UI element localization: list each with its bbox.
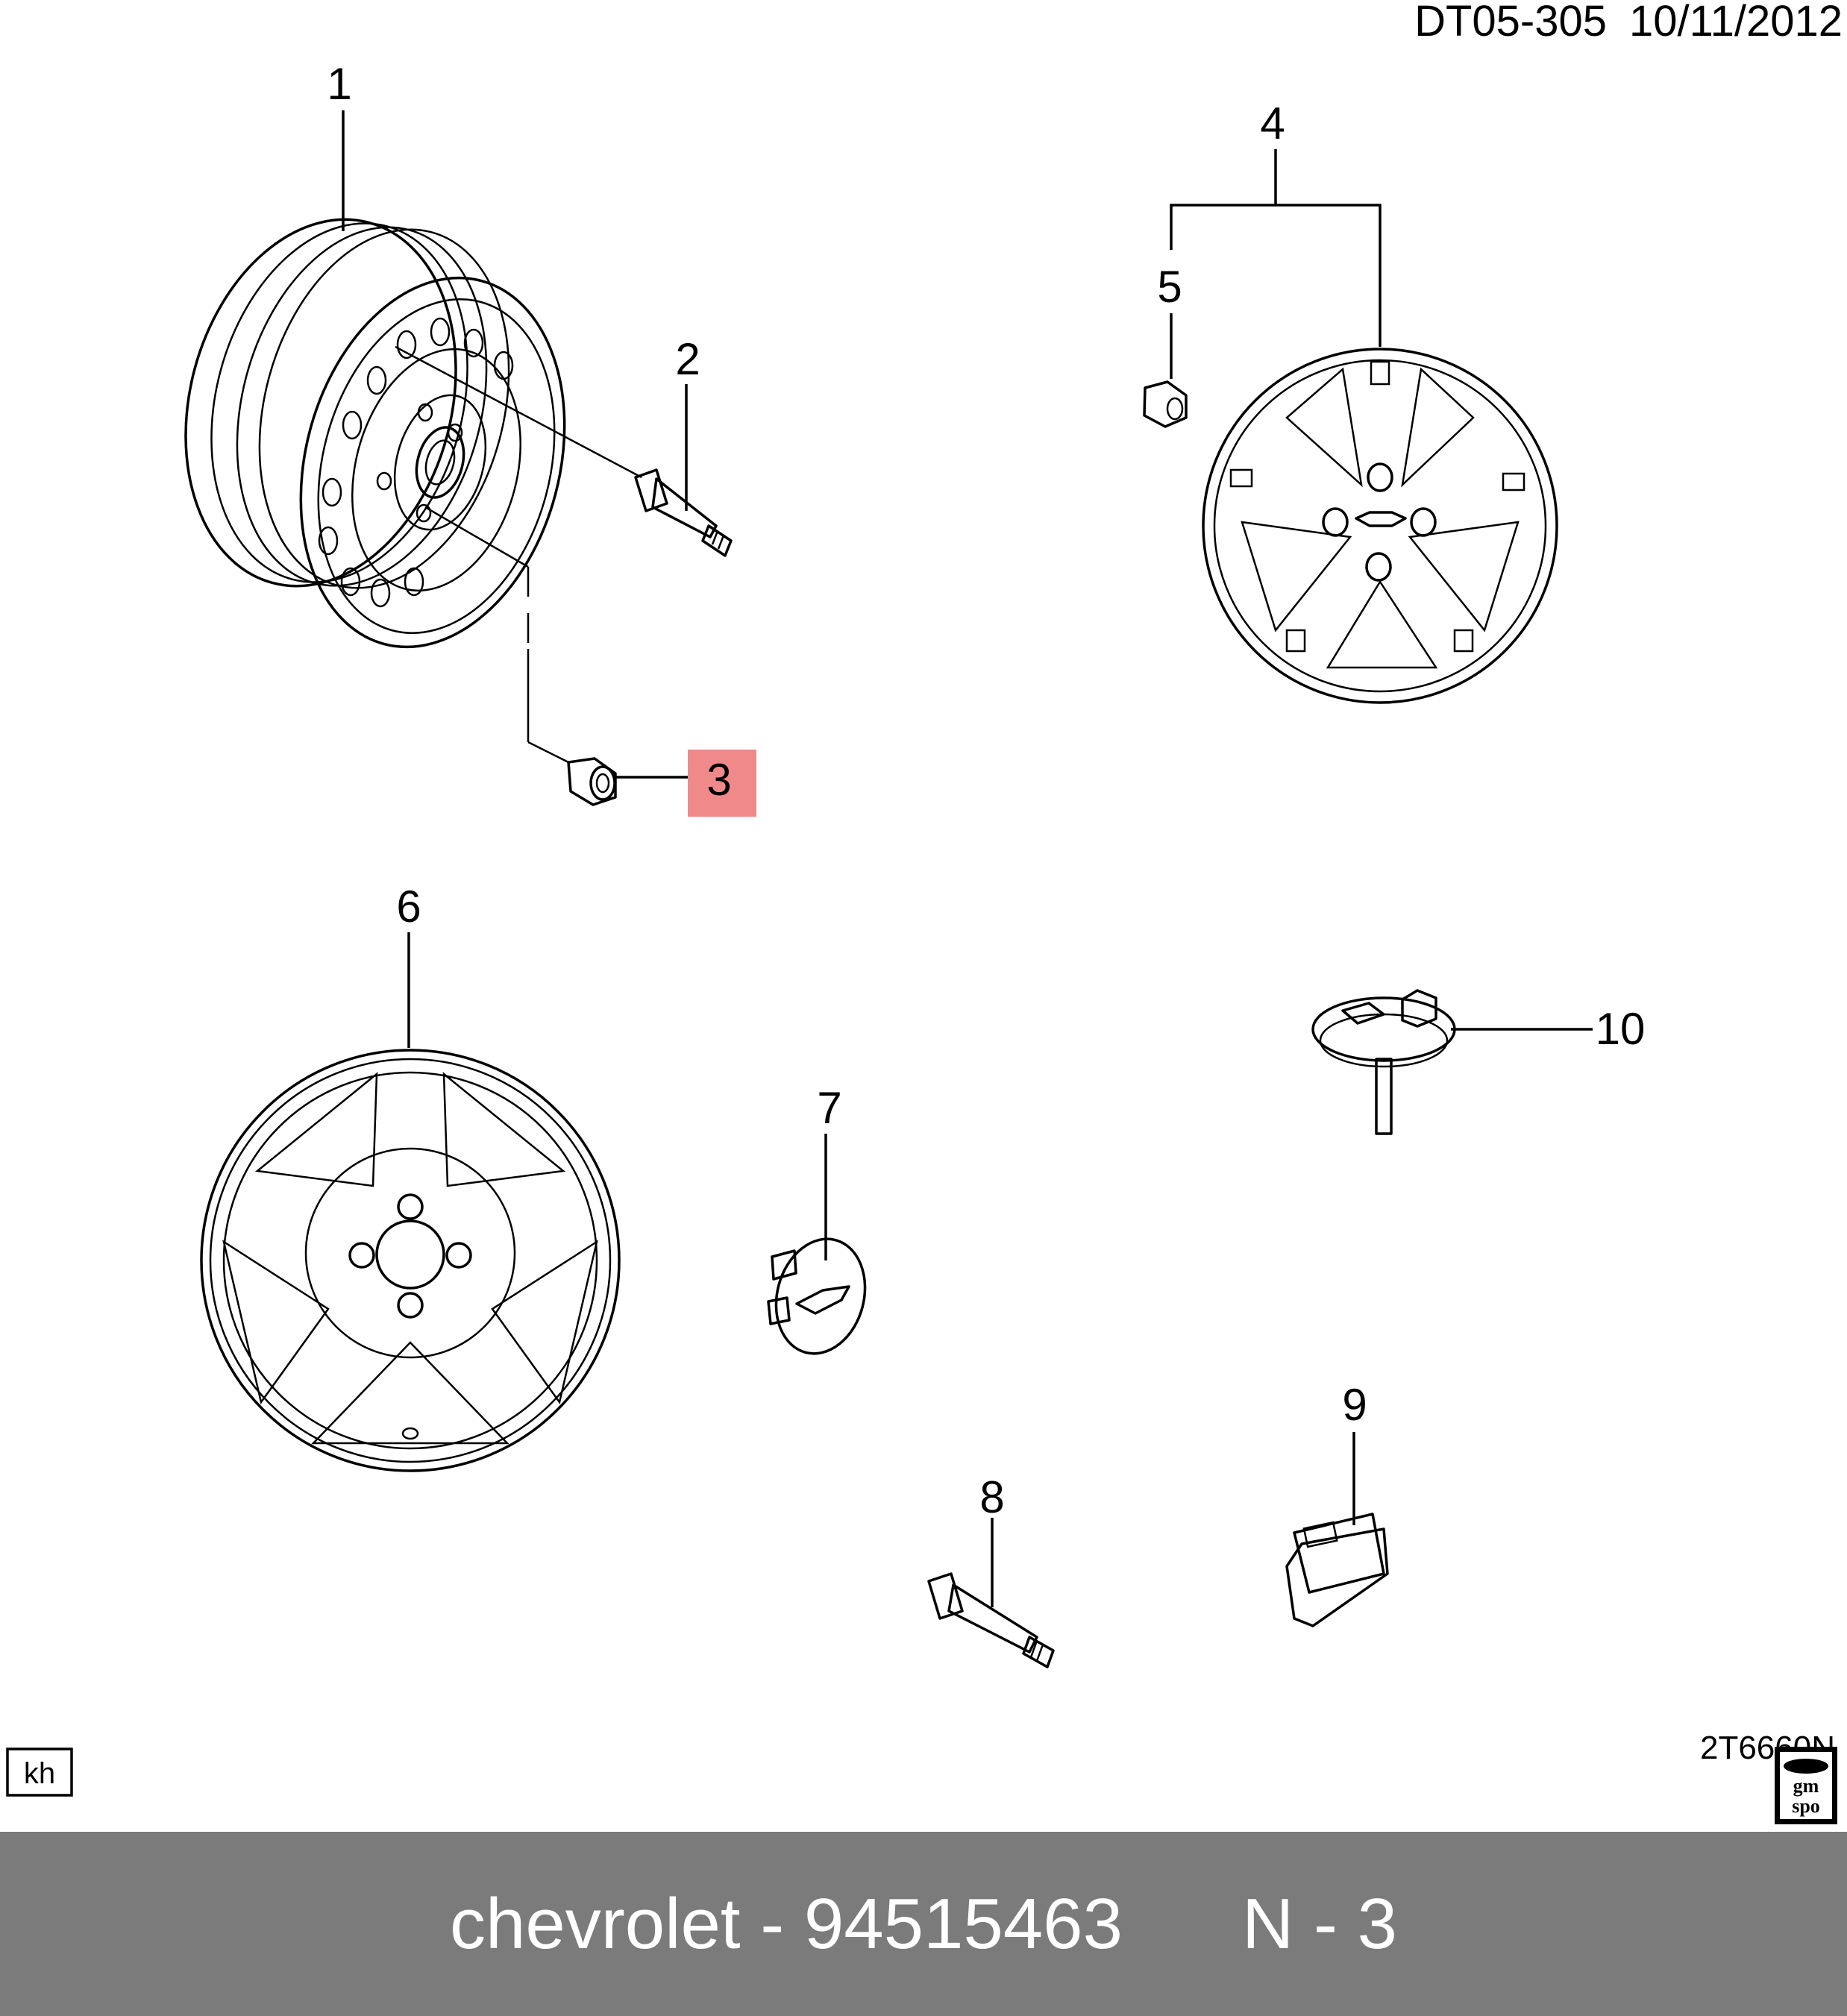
gmspo-logo: gm spo <box>1775 1747 1837 1824</box>
kh-badge <box>6 1747 73 1797</box>
callout-5: 5 <box>1157 262 1182 312</box>
kh-badge-label: kh <box>24 1757 55 1790</box>
footer-brand: chevrolet <box>449 1883 741 1964</box>
callout-4: 4 <box>1260 98 1285 148</box>
callout-8: 8 <box>979 1472 1004 1522</box>
callout-9: 9 <box>1342 1380 1367 1430</box>
alloy-wheel-drawing <box>200 1049 621 1472</box>
valve-stem-drawing <box>395 345 733 557</box>
pressure-sensor-drawing <box>1285 1513 1389 1627</box>
footer-gap <box>1123 1883 1242 1965</box>
tpms-valve-drawing <box>927 1572 1055 1668</box>
spare-tire-holder-drawing <box>1311 989 1456 1135</box>
callout-3-highlight <box>688 750 756 817</box>
callout-1: 1 <box>327 59 351 109</box>
leader-4-bracket <box>1170 204 1382 347</box>
callout-2: 2 <box>675 334 700 384</box>
callout-10: 10 <box>1596 1004 1646 1054</box>
footer-separator: - <box>740 1883 804 1964</box>
cover-nut-drawing <box>1143 380 1188 428</box>
callout-6: 6 <box>396 882 421 932</box>
footer-part-number: 94515463 <box>803 1883 1123 1964</box>
center-cap-drawing <box>767 1237 867 1355</box>
svg-text:gm: gm <box>1793 1775 1819 1797</box>
footer-banner: chevrolet - 94515463 N - 3 <box>0 1832 1847 2016</box>
svg-text:spo: spo <box>1792 1795 1820 1817</box>
wheel-nut-drawing <box>424 506 617 806</box>
callout-7: 7 <box>817 1083 841 1133</box>
wheel-cover-drawing <box>1202 348 1558 704</box>
callout-3: 3 <box>706 755 731 805</box>
footer-ref: N - 3 <box>1241 1883 1398 1964</box>
steel-wheel-drawing <box>184 218 566 649</box>
